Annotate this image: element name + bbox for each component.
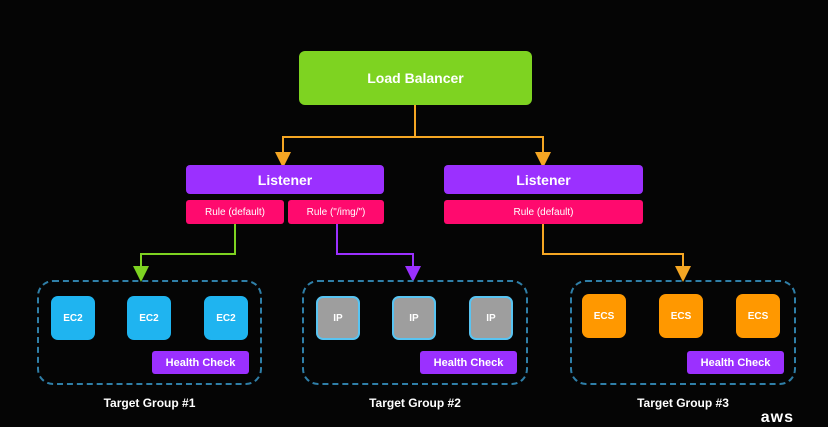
health-check-2: Health Check (420, 351, 517, 374)
ecs-task-icon: ECS (659, 294, 703, 338)
ecs-task-icon: ECS (582, 294, 626, 338)
arrow-rule-default-to-tg3 (542, 224, 691, 282)
ecs-task-icon: ECS (736, 294, 780, 338)
target-group-2-label: Target Group #2 (369, 396, 461, 410)
ec2-instance-icon: EC2 (204, 296, 248, 340)
arrow-rule-default-to-tg1 (133, 224, 236, 282)
ip-target-icon: IP (316, 296, 360, 340)
health-check-3: Health Check (687, 351, 784, 374)
load-balancer-node: Load Balancer (299, 51, 532, 105)
ip-target-icon: IP (469, 296, 513, 340)
target-group-1 (37, 280, 262, 385)
target-group-1-label: Target Group #1 (103, 396, 196, 410)
arrow-lb-to-listener-2 (415, 136, 551, 168)
ec2-instance-icon: EC2 (127, 296, 171, 340)
target-group-3 (570, 280, 796, 385)
target-group-2 (302, 280, 528, 385)
aws-logo: aws (760, 409, 794, 426)
ip-target-icon: IP (392, 296, 436, 340)
listener-2: Listener (444, 165, 643, 194)
target-group-3-label: Target Group #3 (637, 396, 729, 410)
health-check-1: Health Check (152, 351, 249, 374)
rule-default-1: Rule (default) (186, 200, 284, 224)
rule-default-2: Rule (default) (444, 200, 643, 224)
arrow-rule-img-to-tg2 (336, 224, 421, 282)
arrow-lb-to-listener-1 (275, 105, 416, 168)
ec2-instance-icon: EC2 (51, 296, 95, 340)
rule-img: Rule ("/img/") (288, 200, 384, 224)
listener-1: Listener (186, 165, 384, 194)
